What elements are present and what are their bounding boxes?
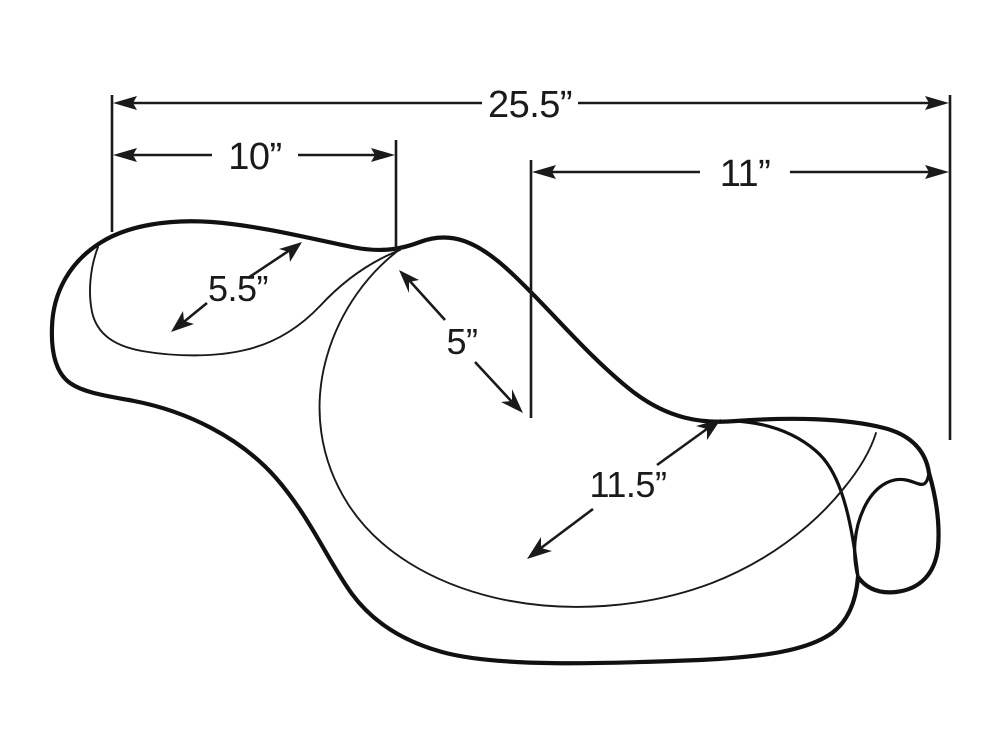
- dimension-rider-width: 11.5”: [527, 419, 721, 559]
- leader-line-rider-height-lower: [474, 361, 514, 404]
- arrowhead-rider-width-lower: [527, 537, 552, 559]
- dimension-rider-length: 11”: [532, 153, 949, 195]
- seat-inner-contours: [89, 246, 877, 608]
- seat-outline-group: [49, 219, 941, 666]
- leader-line-rider-width-lower: [536, 507, 594, 553]
- seat-top-profile: [49, 219, 932, 476]
- dimension-label-passenger-length: 10”: [228, 136, 281, 178]
- seat-nose-outer: [855, 470, 941, 595]
- front-transition-contour: [843, 432, 877, 489]
- arrowhead-rider-right: [925, 165, 949, 179]
- arrowhead-overall-right: [925, 96, 949, 110]
- dimension-passenger-length: 10”: [113, 136, 395, 178]
- arrowhead-rider-height-lower: [501, 389, 523, 413]
- dimension-overall-length: 25.5”: [113, 84, 949, 126]
- arrowhead-passenger-right: [371, 148, 395, 162]
- leader-line-passenger-width-upper: [247, 246, 294, 280]
- dimension-label-rider-width: 11.5”: [590, 464, 667, 505]
- arrowhead-passenger-width-lower: [171, 311, 194, 332]
- arrowhead-rider-height-upper: [399, 270, 419, 293]
- arrowhead-passenger-left: [113, 148, 137, 162]
- leader-line-rider-height-upper: [407, 278, 446, 321]
- dimension-label-rider-height: 5”: [446, 321, 477, 362]
- arrowhead-rider-left: [532, 165, 556, 179]
- arrowhead-rider-width-upper: [696, 419, 721, 440]
- extension-lines-group: [110, 95, 952, 440]
- dimension-passenger-width: 5.5”: [171, 242, 302, 332]
- rider-bucket-contour: [318, 246, 845, 608]
- dimension-label-overall-length: 25.5”: [488, 84, 572, 126]
- passenger-pad-contour: [89, 246, 401, 357]
- dimension-label-rider-length: 11”: [720, 153, 771, 195]
- arrowhead-passenger-width-upper: [279, 242, 302, 262]
- seat-rear-left-edge: [49, 324, 861, 666]
- dimension-label-passenger-width: 5.5”: [208, 268, 268, 309]
- leader-line-rider-width-upper: [656, 424, 712, 467]
- dimension-rider-height: 5”: [399, 270, 523, 413]
- seat-front-shoulder-crease: [734, 419, 860, 579]
- arrowhead-overall-left: [113, 96, 137, 110]
